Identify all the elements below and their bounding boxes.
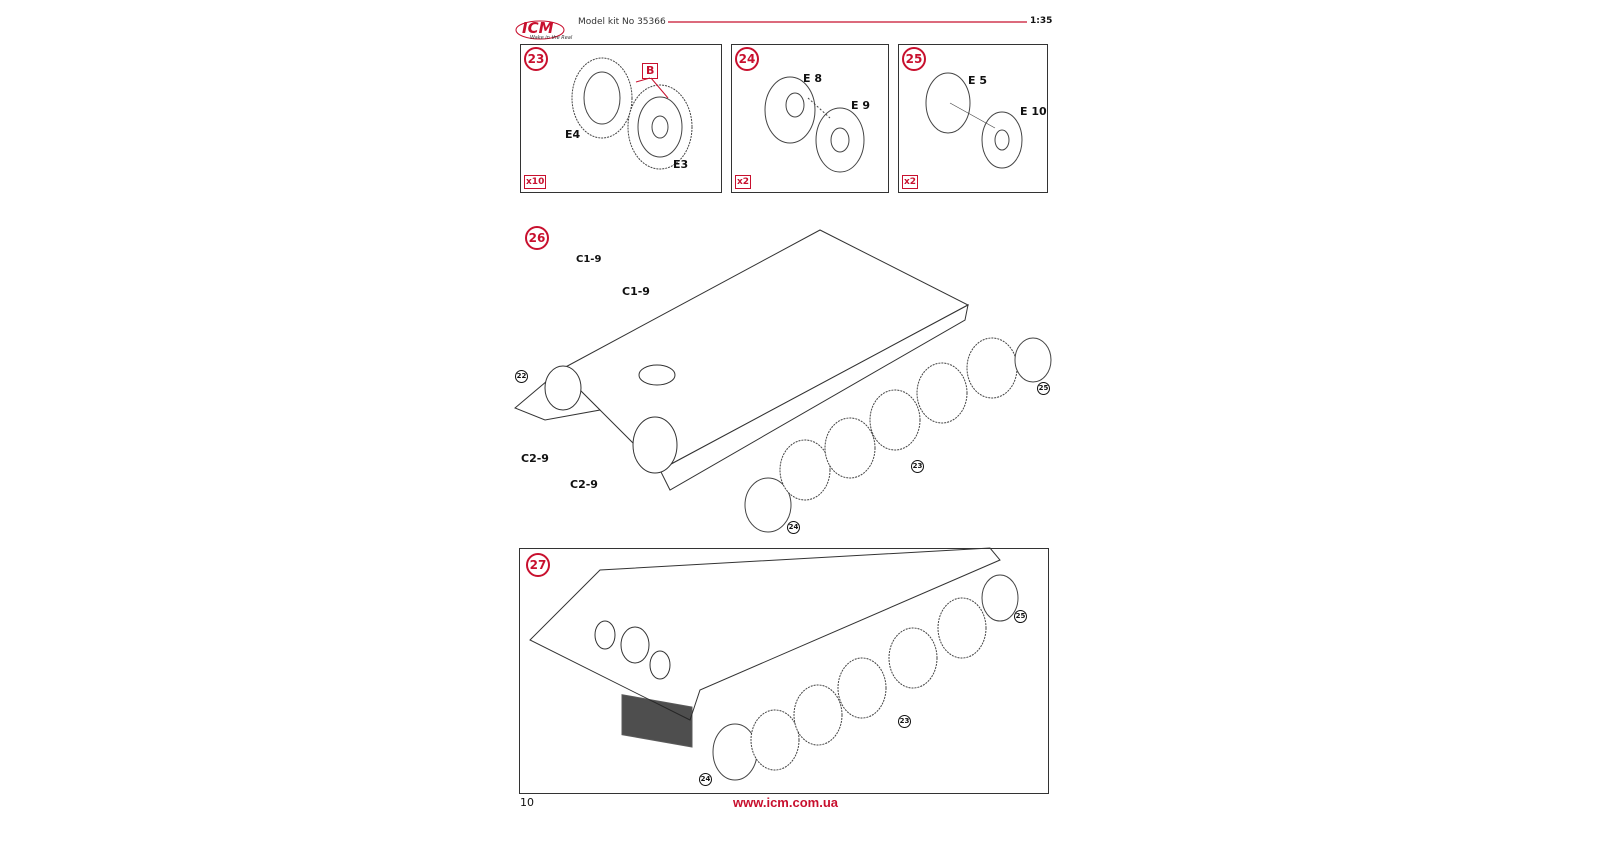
step-number: 25 [902, 47, 926, 71]
step-reference: 23 [898, 715, 911, 728]
step-24-panel [731, 44, 889, 193]
scale: 1:35 [1030, 16, 1053, 26]
step-23-panel [520, 44, 722, 193]
step-number: 23 [524, 47, 548, 71]
part-label: E 5 [968, 74, 987, 87]
part-label: E3 [673, 158, 689, 171]
part-label: E 8 [803, 72, 822, 85]
step-27-panel [519, 548, 1049, 794]
part-label: C1-9 [622, 285, 650, 298]
step-reference: 25 [1037, 382, 1050, 395]
part-label: C1-9 [576, 254, 602, 265]
quantity-badge: x2 [735, 175, 752, 189]
step-reference: 24 [699, 773, 712, 786]
part-label: C2-9 [570, 478, 598, 491]
quantity-badge: x2 [902, 175, 919, 189]
quantity-badge: x10 [524, 175, 547, 189]
step-number: 26 [525, 226, 549, 250]
step-number: 27 [526, 553, 550, 577]
icm-logo: ICM [522, 19, 554, 37]
step-reference: 23 [911, 460, 924, 473]
part-label: C2-9 [521, 452, 549, 465]
website-link[interactable]: www.icm.com.ua [733, 795, 838, 810]
part-label: E 10 [1020, 105, 1047, 118]
step-reference: 25 [1014, 610, 1027, 623]
kit-number: Model kit No 35366 [578, 17, 666, 27]
logo-tagline: Wake in the Real [530, 35, 573, 41]
step-number: 24 [735, 47, 759, 71]
sprue-callout: B [642, 63, 659, 79]
part-label: E 9 [851, 99, 870, 112]
page-number: 10 [520, 796, 534, 809]
step-reference: 22 [515, 370, 528, 383]
step-reference: 24 [787, 521, 800, 534]
step-25-panel [898, 44, 1048, 193]
part-label: E4 [565, 128, 581, 141]
